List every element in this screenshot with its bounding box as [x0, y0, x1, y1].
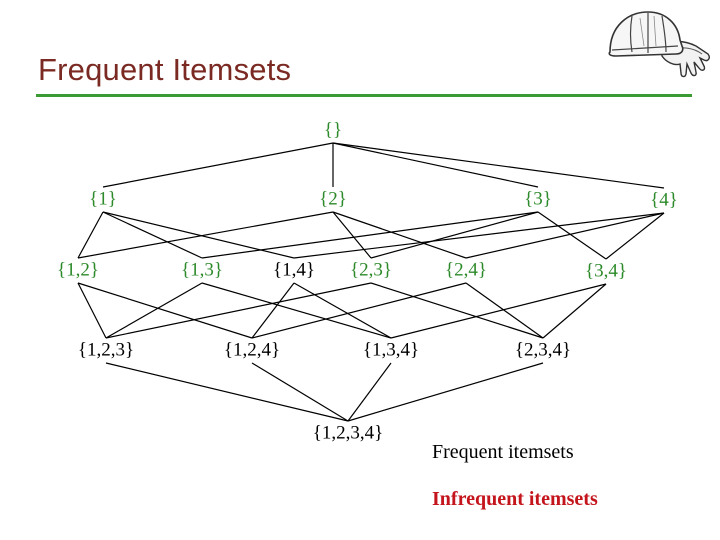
lattice-edge-34-134	[390, 283, 607, 339]
itemset-node-1234: {1,2,3,4}	[312, 422, 384, 444]
itemset-node-23: {2,3}	[350, 259, 392, 281]
lattice-edge-34-234	[542, 283, 607, 339]
itemset-node-14: {1,4}	[273, 259, 315, 281]
legend-infrequent-label: Infrequent itemsets	[432, 488, 598, 510]
lattice-edge-2-24	[332, 211, 467, 259]
lattice-edge-14-124	[251, 282, 295, 339]
lattice-edge-12-124	[77, 282, 253, 339]
lattice-edge-3-34	[537, 211, 607, 260]
lattice-edge-2-23	[332, 211, 372, 259]
itemset-node-12: {1,2}	[57, 259, 99, 281]
lattice-edge-24-234	[465, 282, 544, 339]
lattice-edge-1-12	[77, 211, 104, 259]
lattice-edge-3-13	[201, 211, 539, 259]
itemset-node-3: {3}	[524, 188, 552, 210]
itemset-node-4: {4}	[650, 189, 678, 211]
lattice-edge-24-124	[251, 282, 467, 339]
itemset-node-1: {1}	[89, 188, 117, 210]
lattice-edge-empty-1	[102, 142, 334, 188]
itemset-node-234: {2,3,4}	[514, 339, 572, 361]
lattice-edge-234-1234	[347, 362, 544, 422]
lattice-edge-23-123	[105, 282, 372, 339]
lattice-edge-14-134	[293, 282, 392, 339]
slide-title: Frequent Itemsets	[38, 52, 292, 87]
lattice-edge-123-1234	[105, 362, 349, 422]
lattice-edge-13-134	[201, 282, 392, 339]
lattice-edge-empty-4	[332, 142, 665, 189]
itemset-node-124: {1,2,4}	[223, 339, 281, 361]
legend-frequent-label: Frequent itemsets	[432, 441, 574, 463]
lattice-edge-empty-3	[332, 142, 539, 188]
title-underline	[36, 94, 692, 97]
itemset-node-34: {3,4}	[585, 260, 627, 282]
itemset-node-13: {1,3}	[181, 259, 223, 281]
lattice-edge-4-14	[293, 212, 665, 259]
lattice-edge-13-123	[105, 282, 203, 339]
itemset-node-2: {2}	[319, 188, 347, 210]
lattice-edge-124-1234	[251, 362, 349, 422]
lattice-edge-2-12	[77, 211, 334, 259]
lattice-edge-12-123	[77, 282, 107, 339]
itemset-node-24: {2,4}	[445, 259, 487, 281]
itemset-node-134: {1,3,4}	[362, 339, 420, 361]
itemset-node-123: {1,2,3}	[77, 339, 135, 361]
lattice-edge-4-34	[605, 212, 665, 260]
hard-hat-and-gloves-icon	[604, 6, 712, 86]
lattice-edge-134-1234	[347, 362, 392, 422]
lattice-edge-3-23	[370, 211, 539, 259]
lattice-edge-1-14	[102, 211, 295, 259]
lattice-edge-1-13	[102, 211, 203, 259]
lattice-edge-4-24	[465, 212, 665, 259]
itemset-node-empty: {}	[323, 119, 343, 141]
lattice-edge-23-234	[370, 282, 544, 339]
